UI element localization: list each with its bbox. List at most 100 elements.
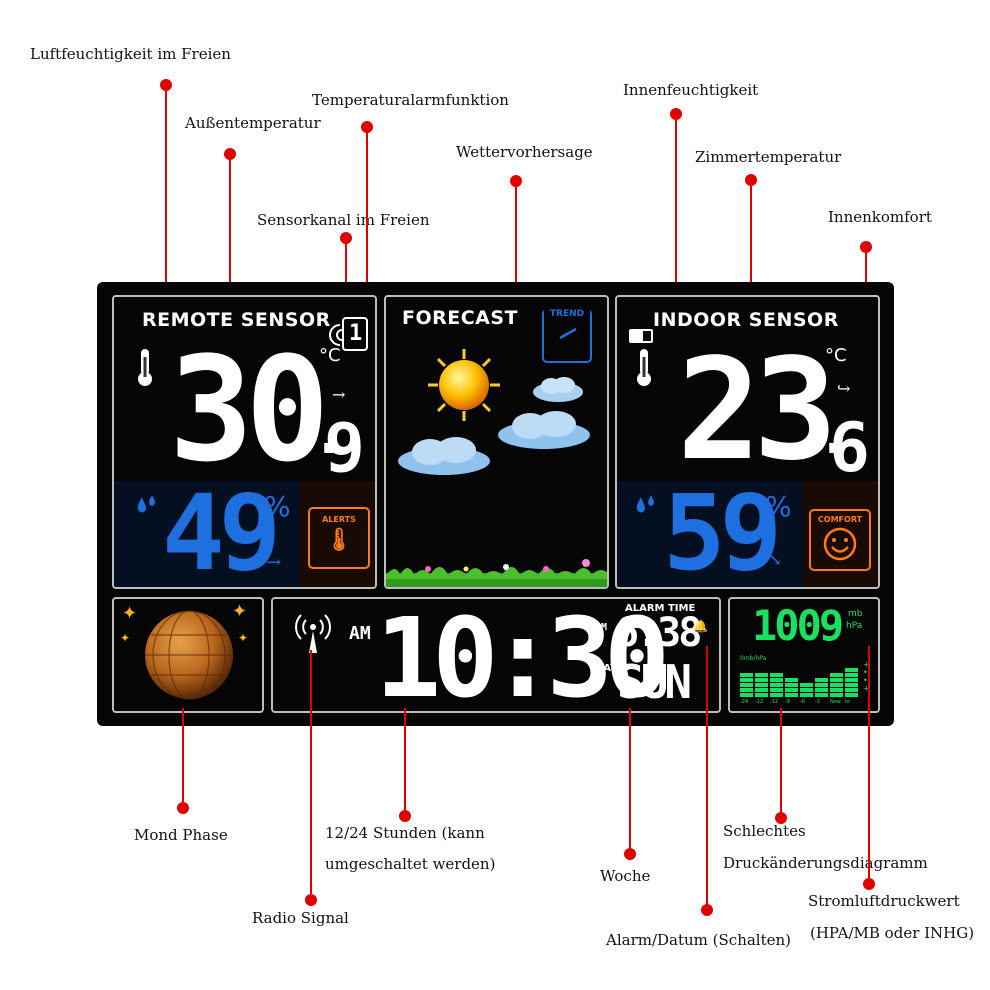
leader-line bbox=[515, 181, 517, 369]
callout-radio-signal: Radio Signal bbox=[252, 909, 349, 927]
remote-humidity-value: 49 bbox=[162, 472, 281, 589]
callout-dot bbox=[340, 232, 352, 244]
moon-icon bbox=[141, 607, 237, 707]
remote-temp-decimal: 9 bbox=[324, 409, 365, 488]
callout-pressure-value-2: (HPA/MB oder INHG) bbox=[810, 924, 975, 942]
remote-sensor-panel: REMOTE SENSOR 1 30 °C → . 9 49 % → ALERT… bbox=[112, 295, 377, 589]
weather-station-display: REMOTE SENSOR 1 30 °C → . 9 49 % → ALERT… bbox=[97, 282, 894, 726]
callout-dot bbox=[305, 894, 317, 906]
pressure-chart-label: 0mb/hPa bbox=[740, 655, 767, 662]
leader-line bbox=[310, 650, 312, 900]
remote-sensor-title: REMOTE SENSOR bbox=[142, 309, 331, 331]
pressure-bar-segment bbox=[830, 683, 843, 687]
pressure-bar-segment bbox=[755, 693, 768, 697]
pressure-axis-label: -6 bbox=[800, 699, 805, 705]
pressure-unit-mb: mb bbox=[848, 609, 863, 619]
pressure-bar-segment bbox=[845, 673, 858, 677]
callout-dot bbox=[860, 241, 872, 253]
star-sparkle-icon: ✦ bbox=[120, 631, 131, 645]
day-label: DAY bbox=[595, 663, 618, 674]
callout-outdoor-temp: Außentemperatur bbox=[185, 114, 321, 132]
leader-line bbox=[229, 154, 231, 340]
pressure-bar-segment bbox=[830, 688, 843, 692]
pressure-axis-label: -3 bbox=[815, 699, 820, 705]
pressure-bar-segment bbox=[845, 693, 858, 697]
pressure-bar-segment bbox=[740, 678, 753, 682]
radio-signal-icon bbox=[295, 611, 331, 659]
leader-line bbox=[750, 180, 752, 346]
comfort-box: COMFORT bbox=[809, 509, 871, 571]
indoor-humidity-trend-arrow: ↘ bbox=[767, 549, 783, 570]
clock-am-label: AM bbox=[349, 623, 371, 644]
sun-icon bbox=[426, 347, 502, 427]
indoor-temp-decimal: 6 bbox=[829, 409, 870, 488]
cloud-icon bbox=[396, 435, 492, 481]
alarm-bell-icon: 🌡 bbox=[325, 528, 353, 553]
callout-dot bbox=[775, 812, 787, 824]
alarm-time-label: ALARM TIME bbox=[625, 603, 696, 614]
pressure-value: 1009 bbox=[752, 601, 844, 650]
thermometer-icon bbox=[633, 347, 655, 391]
indoor-temp-integer: 23 bbox=[677, 329, 838, 492]
moon-phase-panel: ✦ ✦ ✦ ✦ bbox=[112, 597, 264, 713]
callout-dot bbox=[361, 121, 373, 133]
callout-indoor-humidity: Innenfeuchtigkeit bbox=[623, 81, 759, 99]
remote-temp-decimal-dot: . bbox=[312, 402, 346, 467]
alarm-bell-icon: 🔔 bbox=[693, 619, 708, 633]
pressure-bar-segment bbox=[815, 683, 828, 687]
callout-dot bbox=[224, 148, 236, 160]
pressure-bar-segment bbox=[755, 678, 768, 682]
leader-line bbox=[404, 708, 406, 816]
star-sparkle-icon: ✦ bbox=[238, 631, 249, 645]
pressure-axis-label: -12 bbox=[770, 699, 779, 705]
remote-humidity-trend-arrow: → bbox=[266, 552, 282, 573]
callout-dot bbox=[701, 904, 713, 916]
alerts-area bbox=[300, 481, 375, 587]
pressure-bar-segment bbox=[845, 668, 858, 672]
callout-sensor-channel: Sensorkanal im Freien bbox=[257, 211, 430, 229]
callout-dot bbox=[160, 79, 172, 91]
remote-humidity-unit: % bbox=[264, 490, 291, 523]
forecast-panel: FORECAST TREND bbox=[384, 295, 609, 589]
pressure-bar-segment bbox=[830, 693, 843, 697]
pressure-axis-label: Now bbox=[830, 699, 841, 705]
trend-label: TREND bbox=[544, 309, 590, 319]
leader-line bbox=[345, 238, 347, 308]
pressure-bar-segment bbox=[770, 678, 783, 682]
remote-temp-integer: 30 bbox=[169, 326, 330, 495]
indoor-temp-decimal-dot: . bbox=[817, 402, 851, 467]
pressure-bar-segment bbox=[830, 678, 843, 682]
callout-outdoor-humidity: Luftfeuchtigkeit im Freien bbox=[30, 45, 231, 63]
alerts-label: ALERTS bbox=[322, 515, 356, 524]
alarm-am-label: AM bbox=[595, 622, 608, 633]
remote-humidity-area bbox=[114, 481, 300, 587]
callout-room-temp: Zimmertemperatur bbox=[695, 148, 842, 166]
callout-dot bbox=[510, 175, 522, 187]
remote-temp-unit: °C bbox=[319, 345, 341, 366]
pressure-bar-segment bbox=[815, 688, 828, 692]
pressure-bar-segment bbox=[785, 688, 798, 692]
pressure-bar-segment bbox=[770, 693, 783, 697]
pressure-bar-segment bbox=[815, 693, 828, 697]
pressure-unit-hpa: hPa bbox=[846, 621, 863, 631]
pressure-bar-segment bbox=[800, 693, 813, 697]
pressure-axis-label: -24 bbox=[740, 699, 749, 705]
alerts-box: ALERTS 🌡 bbox=[308, 507, 370, 569]
pressure-bar-segment bbox=[845, 683, 858, 687]
pressure-bar-segment bbox=[830, 673, 843, 677]
callout-dot bbox=[399, 810, 411, 822]
star-sparkle-icon: ✦ bbox=[122, 603, 138, 624]
water-drops-icon bbox=[633, 493, 659, 523]
indoor-humidity-value: 59 bbox=[663, 472, 782, 589]
clock-time: 10:30 bbox=[375, 597, 670, 713]
indoor-sensor-panel: INDOOR SENSOR 23 °C ↪ . 6 59 % ↘ COMFORT bbox=[615, 295, 880, 589]
leader-line bbox=[182, 708, 184, 808]
water-drops-icon bbox=[134, 493, 160, 523]
indoor-temp-unit: °C bbox=[825, 345, 847, 366]
leader-line bbox=[629, 708, 631, 854]
leader-line bbox=[780, 708, 782, 818]
callout-weekday: Woche bbox=[600, 867, 651, 885]
callout-pressure-value-1: Stromluftdruckwert bbox=[808, 892, 960, 910]
pressure-axis-label: hr bbox=[845, 699, 851, 705]
